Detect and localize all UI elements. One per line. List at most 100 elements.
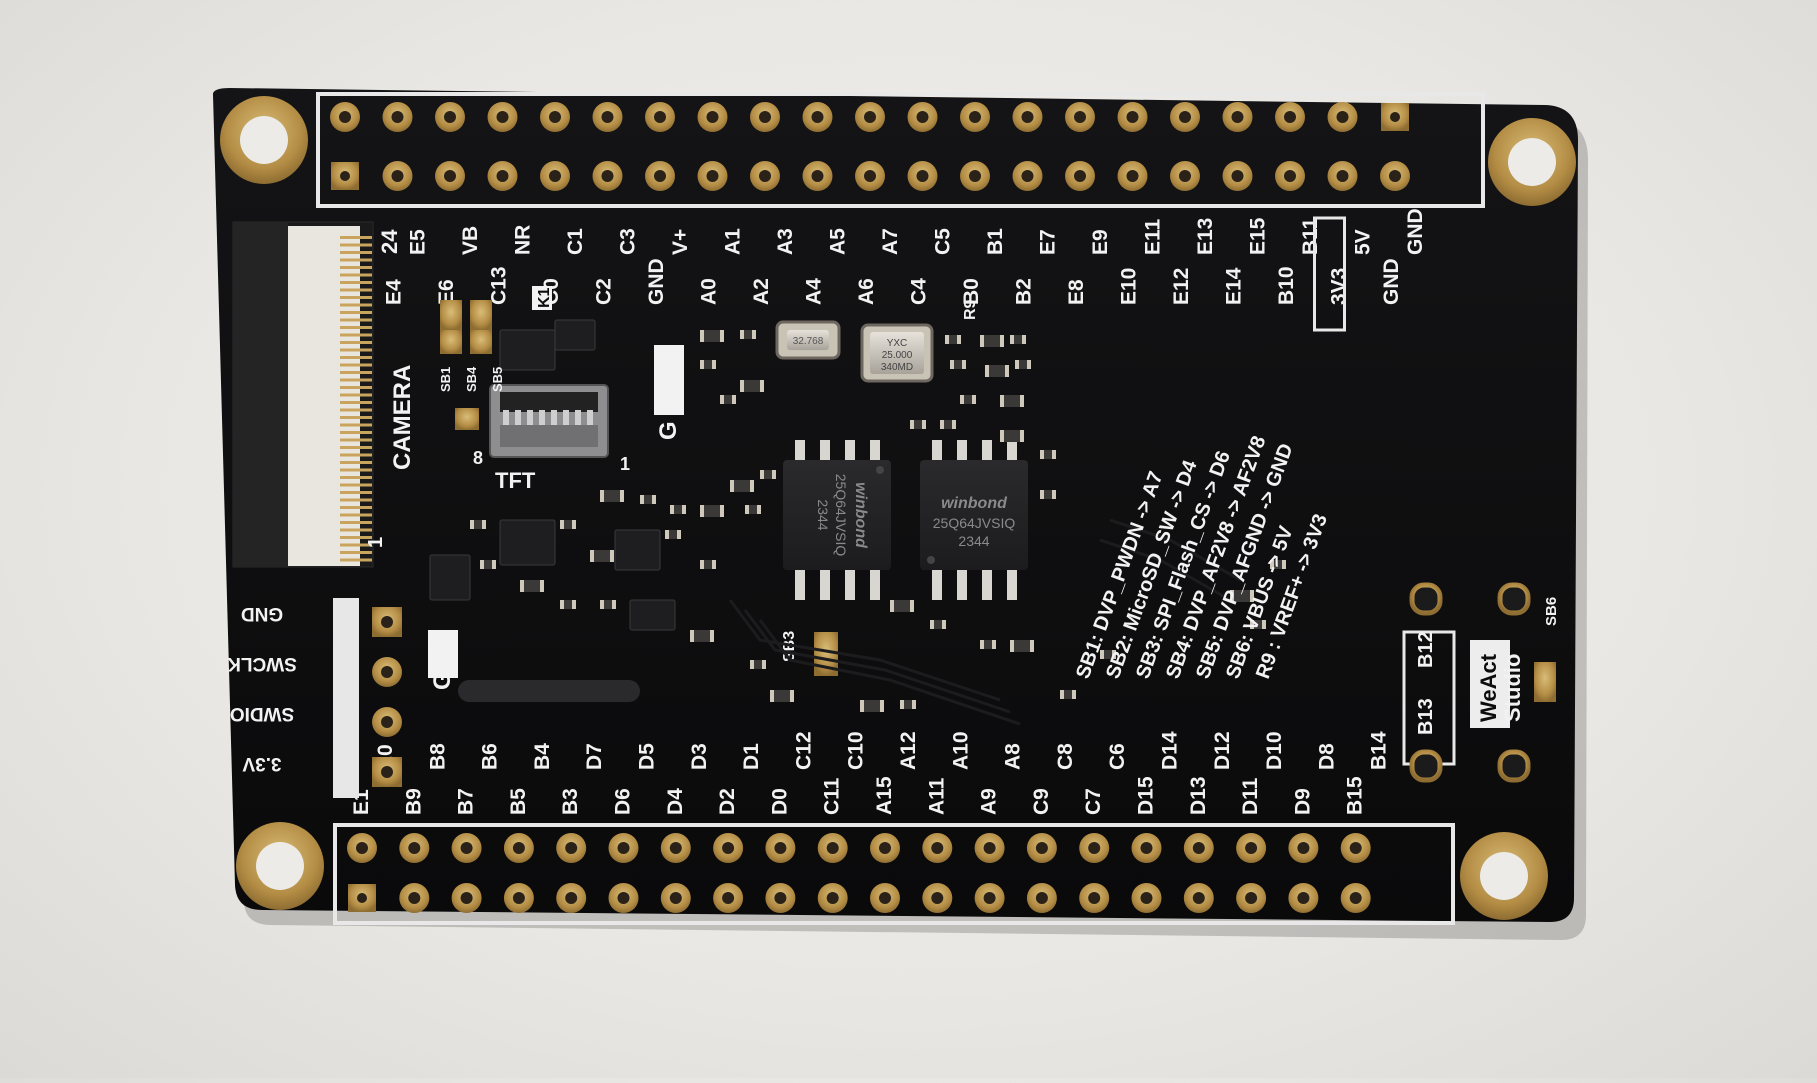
top-pin-label: A7	[879, 228, 902, 255]
bottom-pin-label: D9	[1291, 788, 1314, 815]
sb6-pads	[1534, 662, 1556, 702]
top-pin-label: E5	[407, 229, 430, 255]
top-pin-label: E15	[1247, 217, 1270, 255]
tft-label: TFT	[495, 468, 536, 493]
bottom-pin-label: D5	[636, 743, 659, 770]
flash-left-code: 2344	[815, 499, 831, 530]
logo-line-2: Studio	[1500, 654, 1525, 722]
top-pin-label: A4	[803, 278, 826, 305]
crystal-large: YXC 25.000 340MD	[860, 323, 934, 383]
bottom-pin-label: B3	[559, 788, 582, 815]
top-pin-label: A2	[750, 278, 773, 305]
g3v3-box	[654, 345, 684, 415]
top-pin-label: V+	[669, 229, 692, 255]
k1-box	[532, 286, 552, 310]
small-sb-label: SB4	[464, 366, 479, 392]
top-pin-label: E9	[1089, 229, 1112, 255]
bottom-pin-label: C8	[1054, 743, 1077, 770]
logo-box	[1470, 640, 1510, 728]
bottom-pin-label: D15	[1135, 776, 1158, 815]
bottom-pin-label: D11	[1239, 777, 1262, 815]
top-pin-label: C5	[932, 228, 955, 255]
tft-connector	[489, 384, 609, 458]
top-pin-label: E12	[1170, 268, 1193, 305]
bottom-pin-label: B5	[507, 788, 530, 815]
b12-label: B12	[1415, 631, 1437, 668]
bottom-pin-label: D1	[740, 743, 763, 770]
top-pin-label: E14	[1223, 267, 1246, 305]
swd-pin-label: SWCLK	[227, 653, 297, 674]
bottom-pin-label: D12	[1211, 731, 1234, 770]
bottom-pin-label: C7	[1082, 788, 1105, 815]
logo-line-1: WeAct	[1476, 653, 1501, 722]
pin-24-label: 24	[377, 229, 402, 254]
bottom-pin-label: A9	[978, 788, 1001, 815]
flash-right-brand: winbond	[941, 495, 1008, 512]
tft-pin-1-label: 1	[620, 454, 630, 474]
top-header-pads	[330, 102, 1410, 191]
crystal-large-mark-1: YXC	[887, 338, 908, 349]
small-sb-label: SB5	[490, 367, 505, 392]
top-pin-label: B0	[960, 278, 983, 305]
pin-1-label: 1	[365, 537, 387, 548]
bottom-pin-label: D2	[716, 788, 739, 815]
top-pin-label: VB	[459, 226, 482, 255]
flash-left-brand: winbond	[852, 482, 869, 549]
mounting-holes	[220, 96, 1576, 920]
flash-right-code: 2344	[958, 533, 989, 549]
swd-silk-bar	[333, 598, 359, 798]
bottom-pin-label: C9	[1030, 788, 1053, 815]
swd-header-pads	[372, 607, 402, 787]
bottom-pin-label: C12	[792, 731, 815, 770]
bottom-pin-label: B4	[531, 743, 554, 770]
crystal-large-mark-3: 340MD	[881, 362, 913, 373]
sd-slot	[458, 680, 640, 702]
top-pin-label: GND	[1380, 258, 1403, 305]
bottom-pin-label: D3	[688, 743, 711, 770]
solder-bridges-top	[440, 300, 492, 430]
top-pin-label: A0	[698, 278, 721, 305]
b13-label: B13	[1415, 698, 1437, 735]
g5v-box	[428, 630, 458, 678]
bottom-pin-label: C11	[821, 777, 844, 815]
bottom-pin-label: A12	[897, 731, 920, 770]
top-header-labels: E3E5VBNRC1C3V+A1A3A5A7C5B1E7E9E11E13E15B…	[330, 208, 1427, 332]
camera-connector	[232, 221, 374, 568]
k1-label: K1	[536, 287, 553, 308]
top-pin-label: C1	[564, 228, 587, 255]
pcb-outline	[212, 88, 1578, 922]
top-pin-label: E6	[435, 279, 458, 305]
bottom-pin-label: D6	[612, 788, 635, 815]
bottom-pin-label: B14	[1368, 731, 1391, 770]
top-pin-label: E8	[1065, 279, 1088, 305]
top-pin-label: E7	[1037, 229, 1060, 255]
bottom-pin-label: D10	[1263, 731, 1286, 770]
top-pin-label: C3	[617, 228, 640, 255]
top-pin-label: E10	[1118, 268, 1141, 305]
bottom-pin-label: C6	[1106, 743, 1129, 770]
bottom-pin-label: A8	[1002, 743, 1025, 770]
flash-right-part: 25Q64JVSIQ	[933, 515, 1016, 531]
top-pin-label: GND	[645, 258, 668, 305]
crystal-small-marking: 32.768	[793, 336, 824, 347]
bottom-pin-label: A11	[925, 777, 948, 815]
top-pin-label: E4	[383, 279, 406, 305]
bottom-pin-label: B6	[479, 743, 502, 770]
tft-pin-8-label: 8	[473, 448, 483, 468]
top-pin-label: GND	[1404, 208, 1427, 255]
top-pin-label: C2	[593, 278, 616, 305]
top-pin-label: A5	[827, 228, 850, 255]
top-pin-label: A3	[774, 228, 797, 255]
top-pin-label: NR	[512, 225, 535, 255]
crystal-large-mark-2: 25.000	[882, 350, 913, 361]
g3v3-label: G 3V3	[655, 372, 682, 440]
top-header-outline	[316, 92, 1485, 208]
camera-label: CAMERA	[389, 365, 416, 470]
fpc-contacts	[340, 236, 372, 562]
r9-label: R9	[962, 299, 979, 320]
sb6-label: SB6	[1543, 597, 1560, 626]
